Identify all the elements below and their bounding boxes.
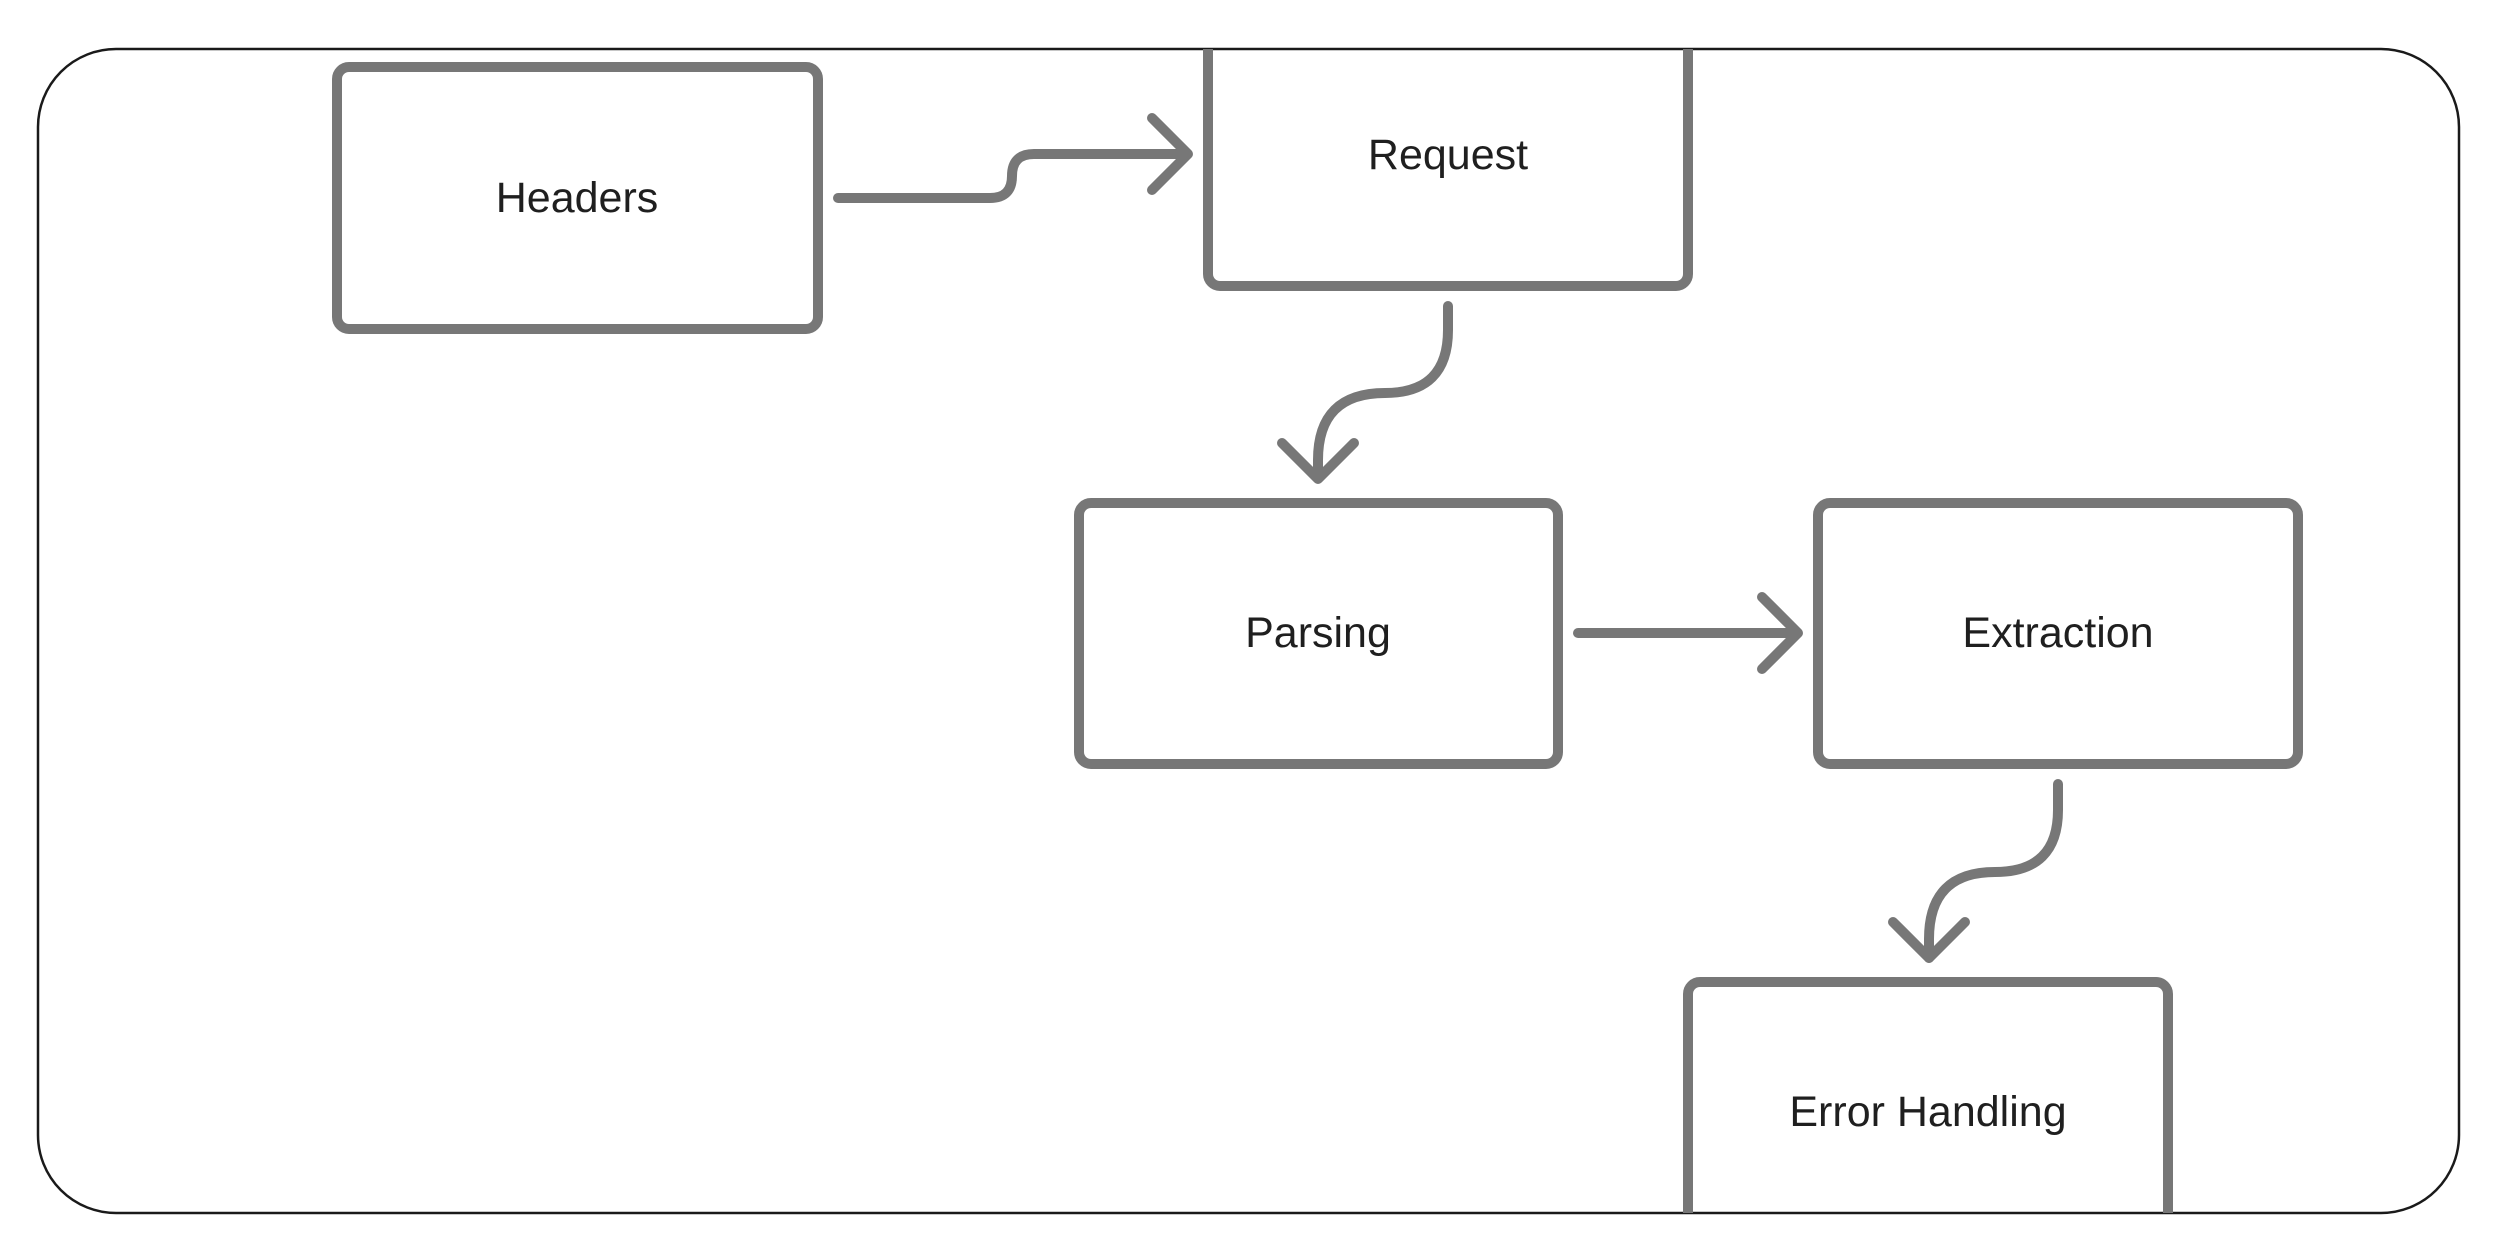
edge-headers-to-request	[833, 149, 1190, 203]
diagram-frame	[36, 47, 2461, 1215]
arrowhead-icon	[1277, 438, 1359, 484]
node-parsing-label: Parsing	[1245, 609, 1391, 657]
node-error-handling-label: Error Handling	[1789, 1088, 2066, 1136]
node-request-label: Request	[1368, 131, 1528, 179]
node-error-handling-box[interactable]	[1683, 977, 2173, 1250]
arrowhead-icon	[1147, 113, 1193, 195]
edge-extraction-to-error-handling	[1924, 779, 2063, 963]
arrowhead-icon	[1757, 592, 1803, 674]
edge-request-to-parsing	[1313, 301, 1453, 483]
node-extraction-label: Extraction	[1962, 609, 2153, 657]
node-headers-box[interactable]	[332, 62, 823, 334]
node-parsing-box[interactable]	[1074, 498, 1563, 769]
arrowhead-icon	[1888, 917, 1970, 963]
node-extraction-box[interactable]	[1813, 498, 2303, 769]
node-headers-label: Headers	[496, 174, 659, 222]
node-request-box[interactable]	[1203, 25, 1693, 291]
